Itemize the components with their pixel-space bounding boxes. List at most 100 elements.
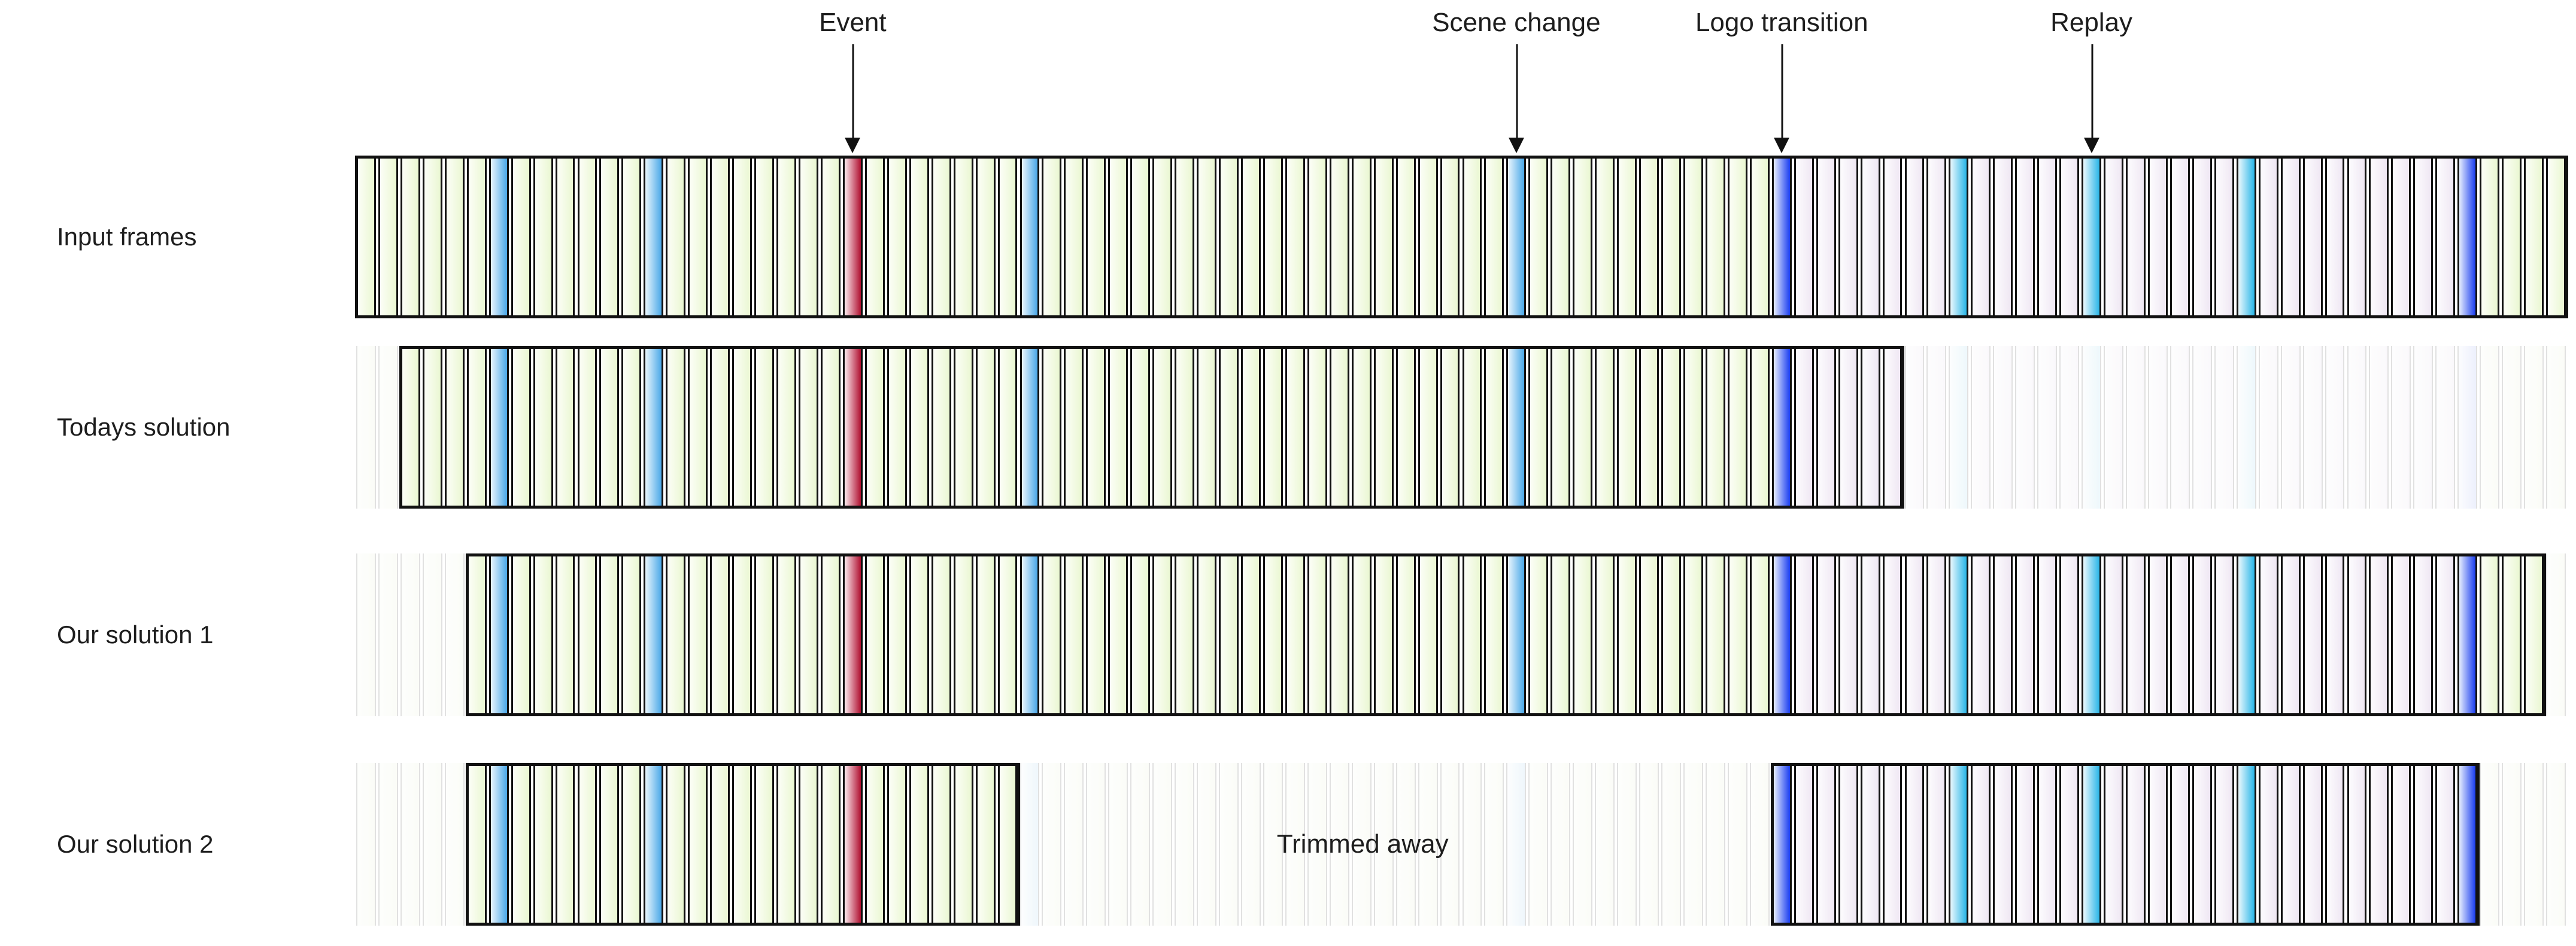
- video-frame[interactable]: [444, 156, 465, 318]
- video-frame[interactable]: [2325, 156, 2345, 318]
- video-frame[interactable]: [644, 346, 664, 509]
- video-frame[interactable]: [2435, 763, 2456, 926]
- video-frame[interactable]: [2502, 553, 2522, 716]
- video-frame[interactable]: [2258, 763, 2278, 926]
- video-frame[interactable]: [2546, 346, 2566, 509]
- video-frame[interactable]: [1462, 346, 1482, 509]
- video-frame[interactable]: [466, 346, 487, 509]
- video-frame[interactable]: [1573, 553, 1593, 716]
- video-frame[interactable]: [1882, 763, 1903, 926]
- video-frame[interactable]: [1816, 763, 1836, 926]
- video-frame[interactable]: [710, 346, 730, 509]
- video-frame[interactable]: [511, 553, 531, 716]
- video-frame[interactable]: [1197, 156, 1217, 318]
- video-frame[interactable]: [1794, 346, 1814, 509]
- video-frame[interactable]: [1197, 346, 1217, 509]
- video-frame[interactable]: [732, 346, 753, 509]
- video-frame[interactable]: [1130, 156, 1151, 318]
- video-frame[interactable]: [1683, 156, 1703, 318]
- video-frame[interactable]: [2413, 346, 2434, 509]
- video-frame[interactable]: [2413, 553, 2434, 716]
- video-frame[interactable]: [1175, 346, 1195, 509]
- video-frame[interactable]: [1285, 553, 1305, 716]
- video-frame[interactable]: [1528, 156, 1549, 318]
- video-frame[interactable]: [2037, 156, 2058, 318]
- video-frame[interactable]: [577, 553, 597, 716]
- video-frame[interactable]: [842, 156, 863, 318]
- video-frame[interactable]: [732, 553, 753, 716]
- video-frame[interactable]: [1949, 763, 1969, 926]
- video-frame[interactable]: [688, 763, 708, 926]
- video-frame[interactable]: [2082, 156, 2102, 318]
- video-frame[interactable]: [1086, 553, 1106, 716]
- video-frame[interactable]: [1639, 763, 1659, 926]
- video-frame[interactable]: [1771, 763, 1792, 926]
- frame-strip-our-solution-2[interactable]: [356, 763, 2568, 926]
- video-frame[interactable]: [1926, 763, 1947, 926]
- video-frame[interactable]: [1373, 763, 1394, 926]
- video-frame[interactable]: [776, 763, 796, 926]
- video-frame[interactable]: [1373, 156, 1394, 318]
- video-frame[interactable]: [1307, 346, 1327, 509]
- video-frame[interactable]: [1749, 553, 1770, 716]
- frame-strip-our-solution-1[interactable]: [356, 553, 2568, 716]
- video-frame[interactable]: [1307, 763, 1327, 926]
- video-frame[interactable]: [1351, 156, 1372, 318]
- video-frame[interactable]: [2258, 346, 2278, 509]
- video-frame[interactable]: [2502, 763, 2522, 926]
- video-frame[interactable]: [2391, 553, 2411, 716]
- video-frame[interactable]: [1904, 763, 1925, 926]
- video-frame[interactable]: [1175, 553, 1195, 716]
- video-frame[interactable]: [422, 763, 442, 926]
- video-frame[interactable]: [1639, 156, 1659, 318]
- video-frame[interactable]: [2280, 346, 2301, 509]
- video-frame[interactable]: [2325, 763, 2345, 926]
- video-frame[interactable]: [1418, 156, 1438, 318]
- video-frame[interactable]: [1771, 156, 1792, 318]
- video-frame[interactable]: [1219, 156, 1239, 318]
- video-frame[interactable]: [864, 763, 885, 926]
- video-frame[interactable]: [1086, 346, 1106, 509]
- frame-strip-todays-solution[interactable]: [356, 346, 2568, 509]
- frame-strip-input-frames[interactable]: [356, 156, 2568, 318]
- video-frame[interactable]: [2369, 763, 2389, 926]
- video-frame[interactable]: [1152, 346, 1173, 509]
- video-frame[interactable]: [2480, 763, 2500, 926]
- video-frame[interactable]: [931, 763, 951, 926]
- video-frame[interactable]: [2369, 553, 2389, 716]
- video-frame[interactable]: [1285, 763, 1305, 926]
- video-frame[interactable]: [864, 553, 885, 716]
- video-frame[interactable]: [2546, 156, 2566, 318]
- video-frame[interactable]: [378, 553, 398, 716]
- video-frame[interactable]: [1064, 763, 1084, 926]
- video-frame[interactable]: [1771, 553, 1792, 716]
- video-frame[interactable]: [666, 553, 686, 716]
- video-frame[interactable]: [422, 553, 442, 716]
- video-frame[interactable]: [732, 763, 753, 926]
- video-frame[interactable]: [2015, 763, 2035, 926]
- video-frame[interactable]: [1595, 763, 1615, 926]
- video-frame[interactable]: [2236, 156, 2256, 318]
- video-frame[interactable]: [2147, 553, 2168, 716]
- video-frame[interactable]: [1528, 763, 1549, 926]
- video-frame[interactable]: [1661, 763, 1681, 926]
- video-frame[interactable]: [2037, 763, 2058, 926]
- video-frame[interactable]: [864, 346, 885, 509]
- video-frame[interactable]: [975, 763, 996, 926]
- video-frame[interactable]: [511, 763, 531, 926]
- video-frame[interactable]: [754, 346, 775, 509]
- video-frame[interactable]: [1241, 156, 1261, 318]
- video-frame[interactable]: [1086, 763, 1106, 926]
- video-frame[interactable]: [2280, 156, 2301, 318]
- video-frame[interactable]: [378, 346, 398, 509]
- video-frame[interactable]: [1219, 763, 1239, 926]
- video-frame[interactable]: [1838, 156, 1858, 318]
- video-frame[interactable]: [2126, 763, 2146, 926]
- video-frame[interactable]: [1373, 346, 1394, 509]
- video-frame[interactable]: [1175, 763, 1195, 926]
- video-frame[interactable]: [1617, 346, 1637, 509]
- video-frame[interactable]: [2170, 553, 2190, 716]
- video-frame[interactable]: [931, 553, 951, 716]
- video-frame[interactable]: [909, 156, 929, 318]
- video-frame[interactable]: [887, 346, 907, 509]
